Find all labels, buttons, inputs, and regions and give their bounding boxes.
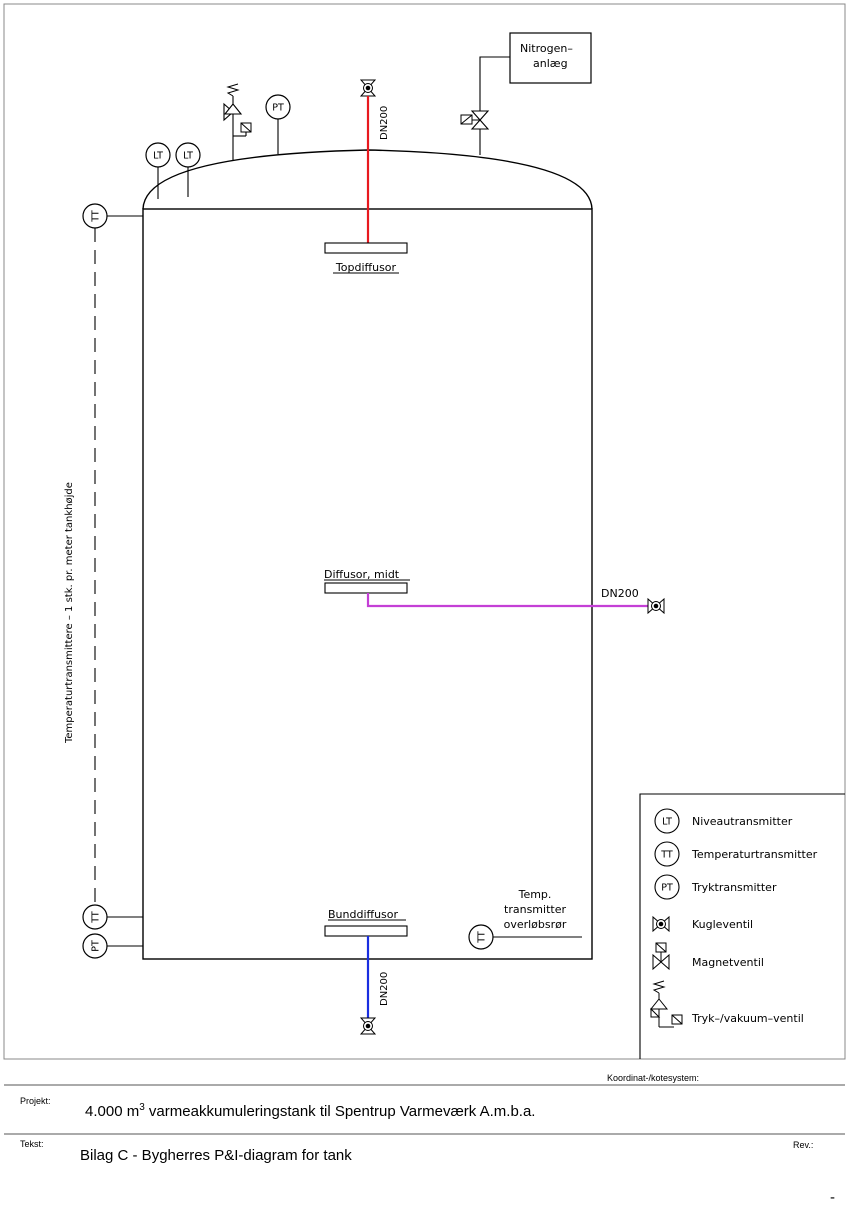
legend-tt-symbol-text: TT <box>660 850 673 861</box>
drawing-frame <box>3 3 846 1060</box>
top-diffuser-label: Topdiffusor <box>335 261 397 274</box>
title-block: Koordinat-/kotesystem: Projekt: 4.000 m3… <box>4 1073 845 1206</box>
mid-pipe-label: DN200 <box>601 587 639 600</box>
ball-valve-icon <box>652 915 670 933</box>
project-value: 4.000 m3 varmeakkumuleringstank til Spen… <box>85 1102 535 1120</box>
top-inlet: DN200 Topdiffusor <box>324 79 408 274</box>
legend-pv-valve-label: Tryk–/vakuum–ventil <box>691 1012 804 1025</box>
top-pipe-label: DN200 <box>379 106 390 140</box>
nitrogen-box <box>509 32 592 84</box>
legend-pt-symbol <box>654 874 680 900</box>
top-diffuser <box>324 242 408 254</box>
nitrogen-system: Nitrogen– anlæg <box>460 32 592 155</box>
pressure-transmitter-bottom: PT <box>82 933 143 959</box>
rev-label: Rev.: <box>793 1140 813 1150</box>
legend-tt-symbol <box>654 841 680 867</box>
mid-diffuser-label: Diffusor, midt <box>324 568 400 581</box>
project-value-post: varmeakkumuleringstank til Spentrup Varm… <box>145 1103 536 1120</box>
legend-pt-label: Tryktransmitter <box>691 881 777 894</box>
pt-bottom-label: PT <box>91 940 102 952</box>
legend-lt-symbol-text: LT <box>662 817 672 828</box>
vertical-temp-label: Temperaturtransmittere – 1 stk. pr. mete… <box>64 482 75 744</box>
mid-outlet: Diffusor, midt DN200 <box>324 568 665 615</box>
tt-overflow-label: TT <box>477 931 488 944</box>
tt-bottom-label: TT <box>91 911 102 924</box>
legend-pt-symbol-text: PT <box>661 883 673 894</box>
mid-diffuser <box>324 582 408 594</box>
mid-pipe <box>366 593 648 608</box>
bottom-inlet: Bunddiffusor DN200 <box>324 908 408 1035</box>
bottom-pipe-label: DN200 <box>379 972 390 1006</box>
project-value-sup: 3 <box>139 1102 145 1113</box>
level-transmitter-2: LT <box>175 142 201 197</box>
legend-lt-symbol <box>654 808 680 834</box>
tt-top-label: TT <box>91 210 102 223</box>
level-transmitter-1: LT <box>145 142 171 199</box>
nitrogen-label-1: Nitrogen– <box>520 42 573 55</box>
nitrogen-label-2: anlæg <box>533 57 568 70</box>
lt-1-label: LT <box>153 151 163 162</box>
lt-2-label: LT <box>183 151 193 162</box>
text-value: Bilag C - Bygherres P&I-diagram for tank <box>80 1147 352 1164</box>
project-label: Projekt: <box>20 1096 51 1106</box>
temp-transmitter-top: TT <box>82 203 143 229</box>
pressure-vacuum-valve-top <box>223 83 252 161</box>
pt-top-label: PT <box>272 103 284 114</box>
legend-tt-label: Temperaturtransmitter <box>691 848 818 861</box>
rev-value: - <box>830 1189 835 1206</box>
legend-lt-label: Niveautransmitter <box>692 815 793 828</box>
overflow-label-1: Temp. <box>518 888 552 901</box>
solenoid-valve-icon <box>652 942 670 971</box>
pressure-vacuum-valve-icon <box>649 980 683 1028</box>
overflow-label-2: transmitter <box>504 903 566 916</box>
pressure-transmitter-top: PT <box>265 94 291 154</box>
legend-solenoid-label: Magnetventil <box>692 956 764 969</box>
overflow-label-3: overløbsrør <box>504 918 567 931</box>
text-label: Tekst: <box>20 1139 44 1149</box>
project-value-pre: 4.000 m <box>85 1103 139 1120</box>
legend-ball-valve-label: Kugleventil <box>692 918 753 931</box>
coord-system-label: Koordinat-/kotesystem: <box>607 1073 699 1083</box>
bottom-diffuser <box>324 925 408 937</box>
legend: LT Niveautransmitter TT Temperaturtransm… <box>639 793 845 1059</box>
bottom-diffuser-label: Bunddiffusor <box>328 908 399 921</box>
temp-transmitter-overflow: Temp. transmitter overløbsrør TT <box>468 888 582 950</box>
temp-transmitter-bottom: TT <box>82 904 143 930</box>
